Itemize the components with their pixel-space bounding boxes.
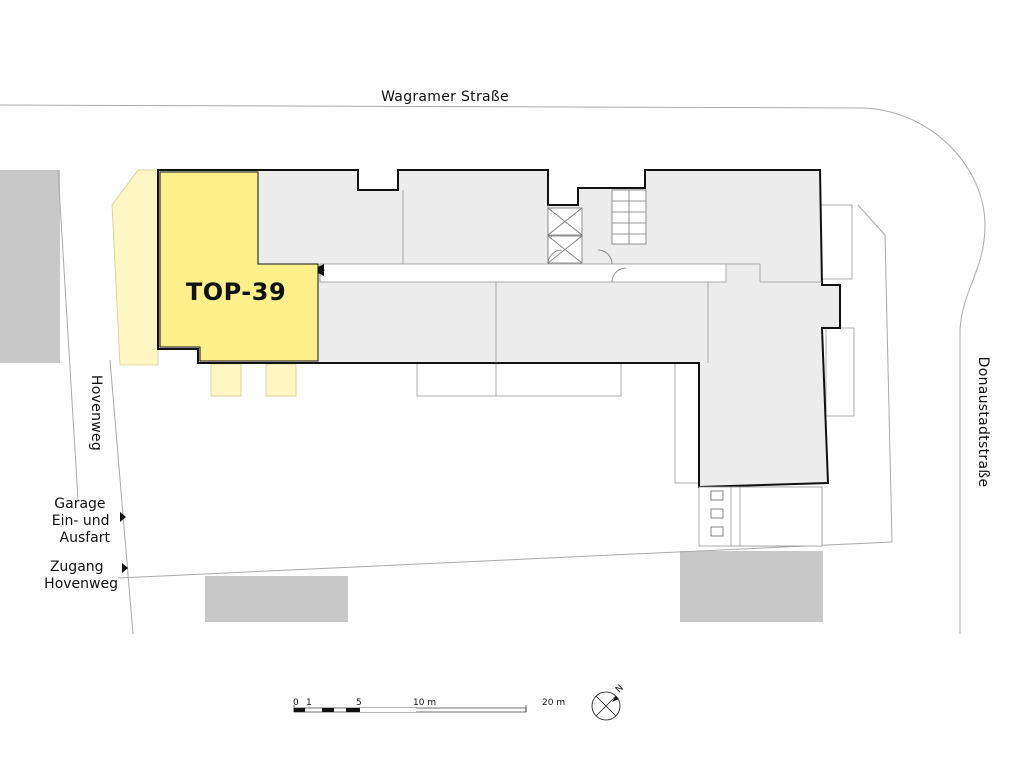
staircase — [611, 189, 647, 245]
street-lines — [0, 104, 986, 635]
balcony-top-39-a — [210, 363, 242, 397]
entrance-access: Zugang Hovenweg — [44, 559, 128, 592]
scale-label-0: 0 — [293, 698, 299, 708]
unit-entrance-arrow-icon — [318, 266, 325, 274]
unit-label: TOP-39 — [186, 278, 286, 306]
compass-north-label: N — [614, 683, 626, 695]
svg-text:Garage Ein- und Au: Garage Ein- und Ausfart — [52, 496, 114, 546]
south-east-utility — [698, 486, 823, 547]
scale-label-1: 1 — [306, 698, 312, 708]
balcony-top-39-b — [265, 363, 297, 397]
scale-label-5: 5 — [356, 698, 362, 708]
scale-label-10: 10 m — [413, 698, 436, 708]
street-label-north: Wagramer Straße — [381, 89, 509, 105]
elevator-shafts — [547, 207, 583, 264]
neighbor-building-west — [0, 170, 60, 363]
neighbor-building-south-west — [205, 576, 348, 622]
garage-label-line1: Garage — [54, 496, 105, 512]
entrance-label-line1: Zugang — [50, 559, 104, 575]
door-swings — [547, 249, 627, 283]
entrance-arrow-icon — [122, 563, 128, 573]
neighbor-building-south-east — [680, 551, 823, 622]
street-label-east: Donaustadtstraße — [975, 357, 991, 488]
garage-label-line2: Ein- und — [52, 513, 110, 529]
compass-icon: N — [591, 683, 626, 721]
terrace-top-39 — [111, 169, 159, 366]
unit-top-39[interactable] — [159, 171, 319, 362]
svg-text:Zugang Hovenweg: Zugang Hovenweg — [44, 559, 118, 592]
garage-label-line3: Ausfart — [60, 530, 111, 546]
garage-access: Garage Ein- und Ausfart — [52, 496, 126, 546]
scale-label-20: 20 m — [542, 698, 565, 708]
scale-bar: 0 1 5 10 m 20 m — [293, 698, 565, 713]
south-balconies — [416, 362, 700, 484]
garage-arrow-icon — [120, 512, 126, 522]
corridor — [319, 263, 727, 283]
building-footprint — [157, 169, 841, 489]
east-balconies — [819, 204, 855, 417]
entrance-label-line2: Hovenweg — [44, 576, 118, 592]
street-label-west: Hovenweg — [88, 375, 104, 451]
